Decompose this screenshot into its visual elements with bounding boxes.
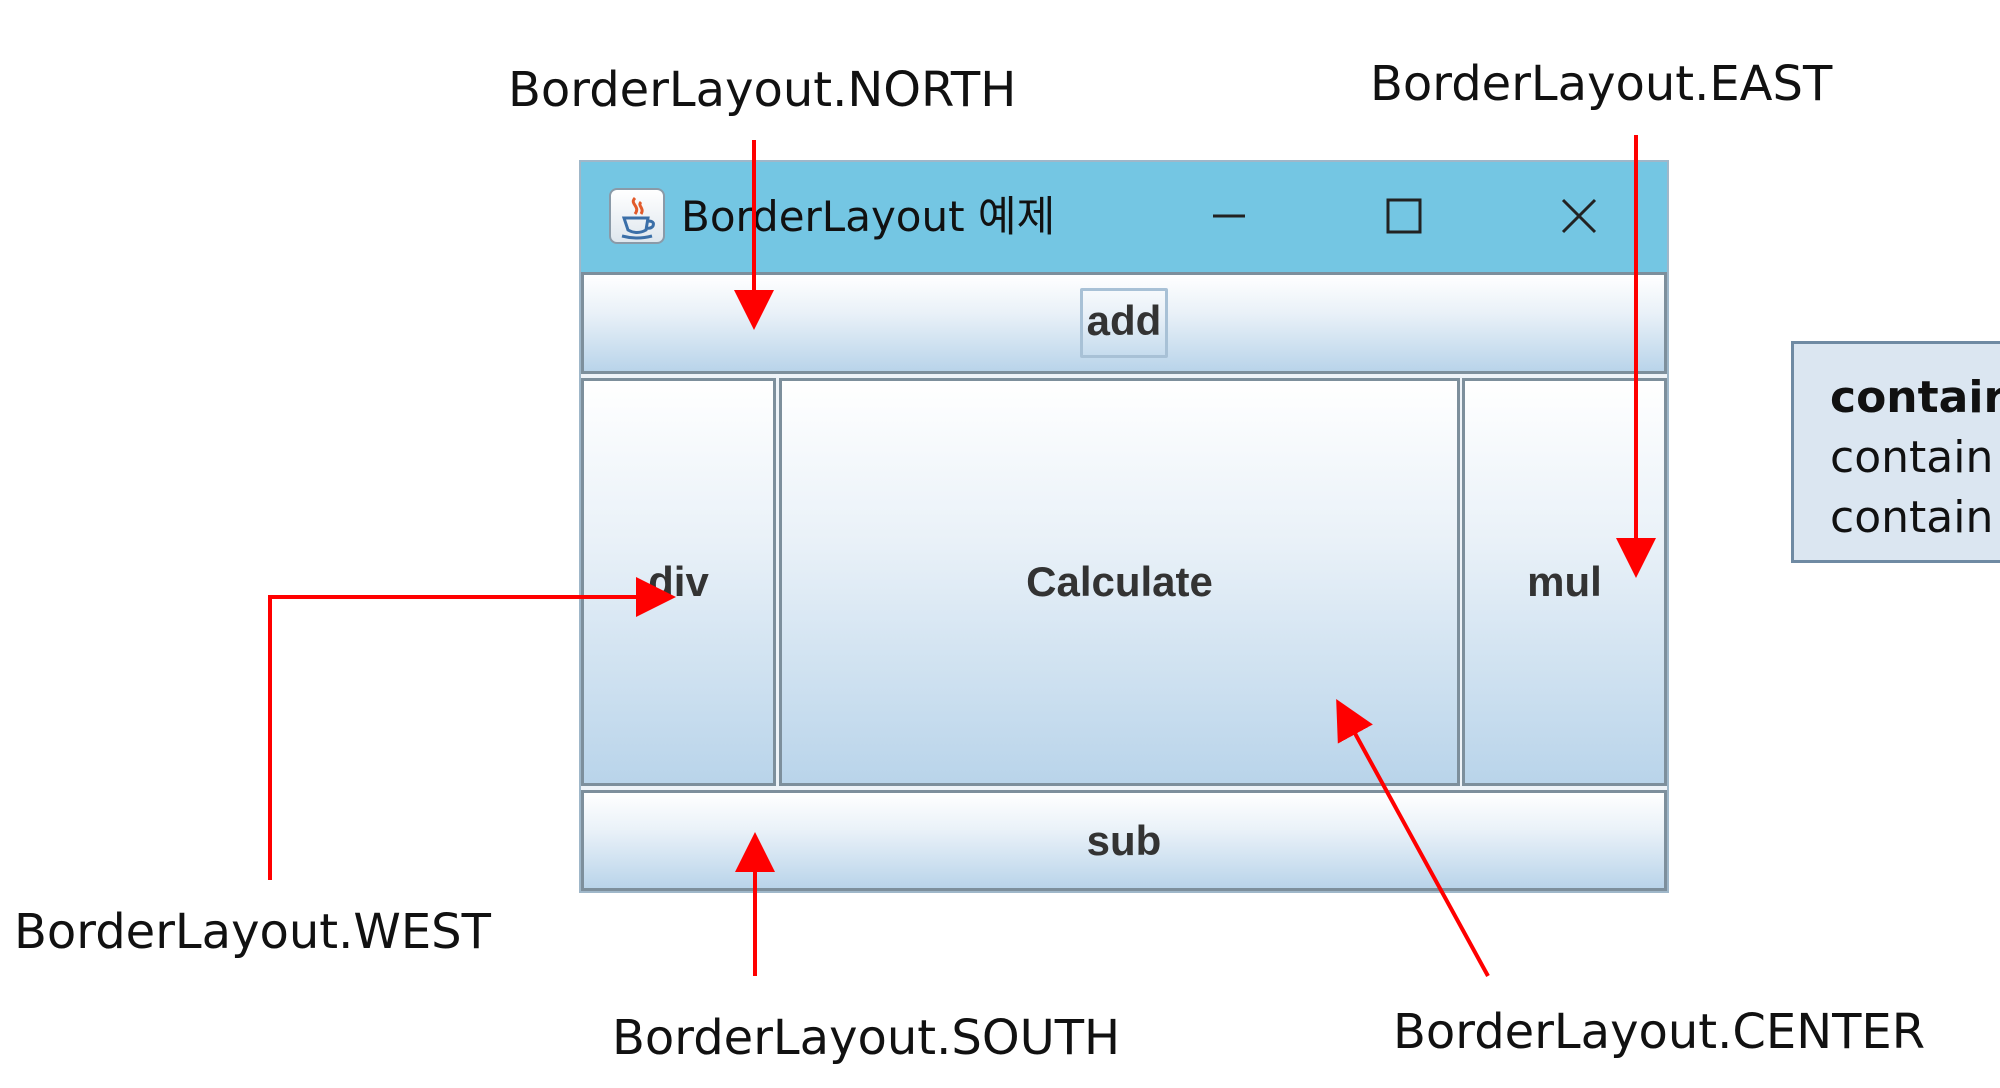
mul-button[interactable]: mul bbox=[1462, 378, 1667, 786]
add-button-label: add bbox=[1079, 288, 1169, 358]
div-button-label: div bbox=[648, 558, 709, 605]
label-south: BorderLayout.SOUTH bbox=[612, 1010, 1121, 1066]
sub-button[interactable]: sub bbox=[581, 790, 1667, 891]
java-cup-icon bbox=[609, 188, 665, 244]
label-west: BorderLayout.WEST bbox=[14, 904, 491, 960]
label-east: BorderLayout.EAST bbox=[1370, 56, 1833, 112]
title-bar[interactable]: BorderLayout 예제 bbox=[581, 162, 1667, 272]
side-note-line-2: contain bbox=[1830, 432, 1994, 483]
sub-button-label: sub bbox=[1086, 816, 1162, 864]
side-note-line-3: contain bbox=[1830, 492, 1994, 543]
window-title: BorderLayout 예제 bbox=[681, 192, 1056, 241]
side-note-box: contair contain contain bbox=[1791, 341, 2000, 563]
label-north: BorderLayout.NORTH bbox=[508, 62, 1017, 118]
maximize-icon[interactable] bbox=[1374, 186, 1434, 246]
calculate-button-label: Calculate bbox=[1026, 558, 1213, 605]
side-note-line-1: contair bbox=[1830, 372, 2000, 423]
app-window: BorderLayout 예제 add div Calculate mul su… bbox=[579, 160, 1669, 893]
mul-button-label: mul bbox=[1527, 558, 1602, 605]
label-center: BorderLayout.CENTER bbox=[1393, 1004, 1926, 1060]
div-button[interactable]: div bbox=[581, 378, 776, 786]
close-icon[interactable] bbox=[1549, 186, 1609, 246]
calculate-button[interactable]: Calculate bbox=[779, 378, 1460, 786]
add-button[interactable]: add bbox=[581, 272, 1667, 374]
minimize-icon[interactable] bbox=[1199, 186, 1259, 246]
